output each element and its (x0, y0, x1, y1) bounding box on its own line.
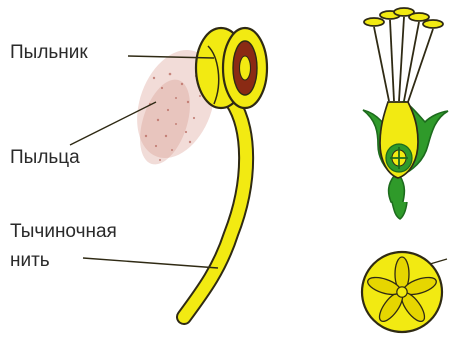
filament-pointer (83, 258, 218, 268)
ovary-cross-section (362, 252, 447, 332)
pistil-with-stamens (363, 8, 448, 219)
filament-label-line-1: Тычиночная (10, 221, 117, 243)
anther (196, 28, 267, 108)
filament-label-line-2: нить (10, 250, 50, 272)
anther-label: Пыльник (10, 42, 88, 64)
pollen-label: Пыльца (10, 147, 80, 169)
